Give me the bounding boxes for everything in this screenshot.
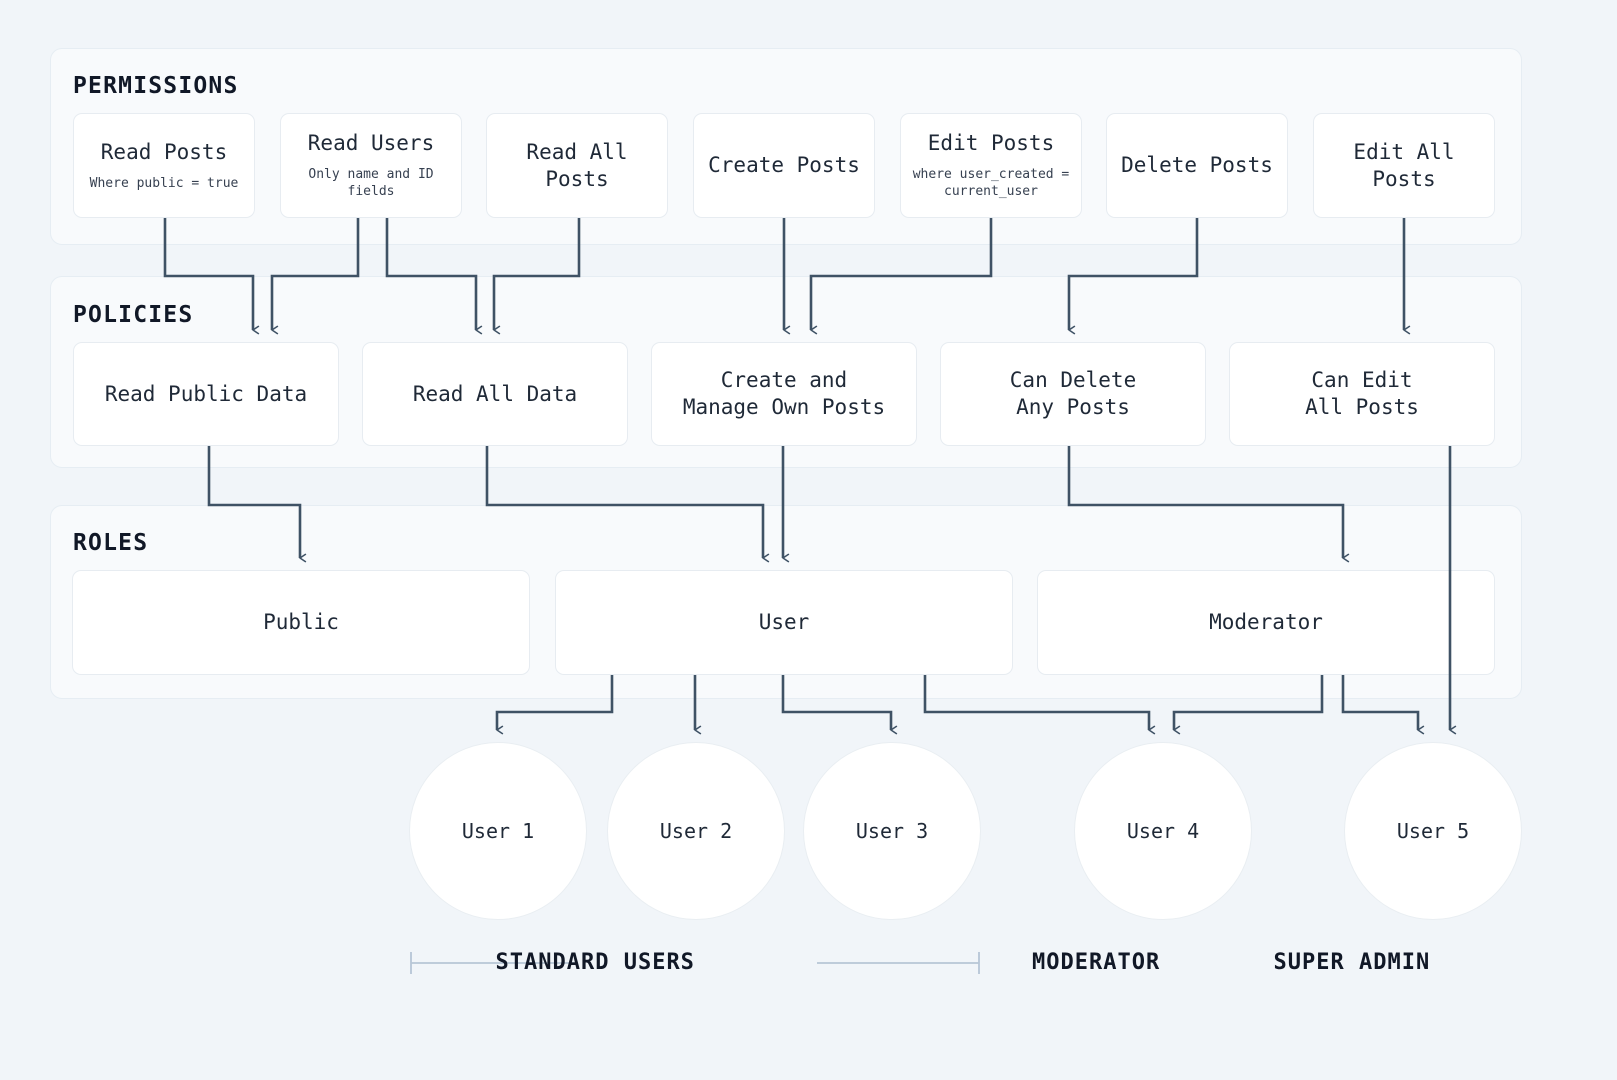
role-node-moderator[interactable]: Moderator — [1037, 570, 1495, 675]
policy-node-can-edit-all-posts[interactable]: Can Edit All Posts — [1229, 342, 1495, 446]
role-node-user[interactable]: User — [555, 570, 1013, 675]
user-circle-2[interactable]: User 2 — [607, 742, 785, 920]
group-caption-moderator: MODERATOR — [1032, 950, 1161, 975]
policy-title: Create and Manage Own Posts — [682, 368, 886, 419]
user-label: User 5 — [1396, 819, 1470, 843]
permission-node-edit-all-posts[interactable]: Edit All Posts — [1313, 113, 1495, 218]
user-circle-5[interactable]: User 5 — [1344, 742, 1522, 920]
user-label: User 1 — [461, 819, 535, 843]
policy-node-create-manage-own-posts[interactable]: Create and Manage Own Posts — [651, 342, 917, 446]
permission-subtitle: where user_created = current_user — [912, 166, 1070, 200]
permission-title: Read All Posts — [526, 139, 628, 191]
policy-title: Can Delete Any Posts — [1009, 368, 1137, 419]
permission-node-read-users[interactable]: Read Users Only name and ID fields — [280, 113, 462, 218]
policy-node-can-delete-any-posts[interactable]: Can Delete Any Posts — [940, 342, 1206, 446]
user-label: User 2 — [659, 819, 733, 843]
policy-title: Read Public Data — [104, 381, 308, 406]
permission-node-read-all-posts[interactable]: Read All Posts — [486, 113, 668, 218]
user-circle-3[interactable]: User 3 — [803, 742, 981, 920]
permission-title: Read Posts — [100, 139, 228, 164]
permissions-title: PERMISSIONS — [73, 73, 239, 99]
permission-subtitle: Where public = true — [89, 175, 239, 191]
permission-title: Create Posts — [708, 153, 860, 178]
policy-title: Can Edit All Posts — [1305, 368, 1419, 419]
roles-title: ROLES — [73, 530, 149, 556]
permission-node-edit-posts[interactable]: Edit Posts where user_created = current_… — [900, 113, 1082, 218]
role-title: Moderator — [1209, 610, 1323, 635]
policies-title: POLICIES — [73, 302, 194, 328]
role-node-public[interactable]: Public — [72, 570, 530, 675]
group-caption-super-admin: SUPER ADMIN — [1273, 950, 1431, 975]
permission-title: Delete Posts — [1121, 153, 1273, 178]
user-circle-1[interactable]: User 1 — [409, 742, 587, 920]
user-label: User 4 — [1126, 819, 1200, 843]
policy-node-read-public-data[interactable]: Read Public Data — [73, 342, 339, 446]
group-caption-standard-users: STANDARD USERS — [495, 950, 695, 975]
user-label: User 3 — [855, 819, 929, 843]
user-circle-4[interactable]: User 4 — [1074, 742, 1252, 920]
role-title: Public — [263, 610, 339, 635]
permission-node-create-posts[interactable]: Create Posts — [693, 113, 875, 218]
permission-node-read-posts[interactable]: Read Posts Where public = true — [73, 113, 255, 218]
permission-subtitle: Only name and ID fields — [308, 166, 434, 200]
permission-node-delete-posts[interactable]: Delete Posts — [1106, 113, 1288, 218]
permission-title: Read Users — [307, 131, 435, 156]
permission-title: Edit Posts — [927, 131, 1055, 156]
role-title: User — [758, 610, 810, 635]
policy-node-read-all-data[interactable]: Read All Data — [362, 342, 628, 446]
policy-title: Read All Data — [412, 381, 578, 406]
permission-title: Edit All Posts — [1353, 139, 1455, 191]
